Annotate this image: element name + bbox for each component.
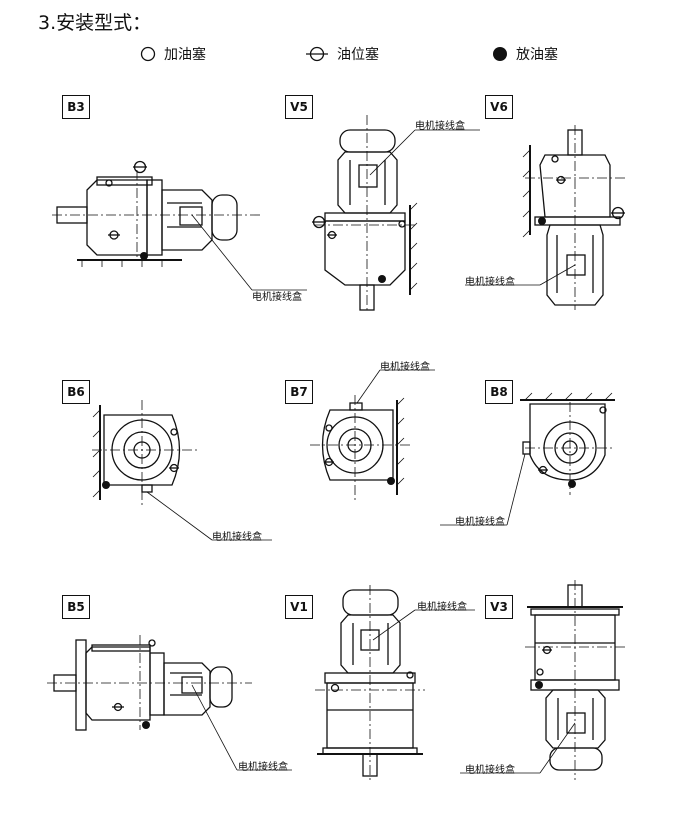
panel-v5: V5 电机接线盒 — [285, 95, 495, 330]
mount-tag-b3: B3 — [62, 95, 90, 119]
mount-tag-b8: B8 — [485, 380, 513, 404]
callout-b8: 电机接线盒 — [455, 517, 505, 528]
panel-b5: B5 电机接线盒 — [47, 595, 292, 830]
panel-b3: B3 电机接线盒 — [52, 95, 307, 330]
mount-tag-v3: V3 — [485, 595, 513, 619]
callout-v3: 电机接线盒 — [465, 765, 515, 776]
legend-drain-plug: 放油塞 — [492, 44, 558, 64]
panel-b8: B8 电机接线盒 — [440, 380, 695, 615]
callout-v6: 电机接线盒 — [465, 277, 515, 288]
legend-label-fill: 加油塞 — [164, 47, 206, 63]
callout-b7: 电机接线盒 — [380, 362, 430, 373]
callout-b3: 电机接线盒 — [252, 292, 302, 303]
panel-v6: V6 电机接线盒 — [465, 95, 695, 330]
mount-tag-v6: V6 — [485, 95, 513, 119]
panel-b7: B7 电机接线盒 — [285, 362, 495, 615]
legend-label-level: 油位塞 — [337, 47, 379, 63]
panel-b6: B6 电机接线盒 — [62, 380, 272, 615]
v3-drawing — [460, 580, 625, 780]
b5-drawing — [47, 635, 292, 771]
callout-b6: 电机接线盒 — [212, 532, 262, 543]
legend-label-drain: 放油塞 — [516, 47, 558, 63]
callout-v5: 电机接线盒 — [415, 121, 465, 132]
v1-drawing — [315, 585, 475, 780]
mount-tag-v5: V5 — [285, 95, 313, 119]
mount-tag-b5: B5 — [62, 595, 90, 619]
b8-drawing — [440, 392, 615, 526]
b6-drawing — [92, 400, 272, 541]
legend-level-plug: 油位塞 — [305, 44, 379, 64]
b7-drawing — [310, 369, 435, 500]
legend-fill-plug: 加油塞 — [140, 44, 206, 64]
panel-v1: V1 电机接线盒 — [285, 585, 495, 830]
panel-v3: V3 电机接线盒 — [460, 580, 695, 830]
v6-drawing — [465, 125, 625, 310]
filled-circle-icon — [493, 47, 507, 61]
mount-tag-b7: B7 — [285, 380, 313, 404]
callout-v1: 电机接线盒 — [417, 602, 467, 613]
mount-tag-b6: B6 — [62, 380, 90, 404]
section-heading: 3.安装型式： — [38, 12, 152, 34]
crossed-circle-icon — [306, 46, 328, 62]
v5-drawing — [312, 115, 480, 311]
mount-tag-v1: V1 — [285, 595, 313, 619]
b3-drawing — [52, 160, 307, 291]
open-circle-icon — [140, 46, 156, 62]
callout-b5: 电机接线盒 — [238, 762, 288, 773]
